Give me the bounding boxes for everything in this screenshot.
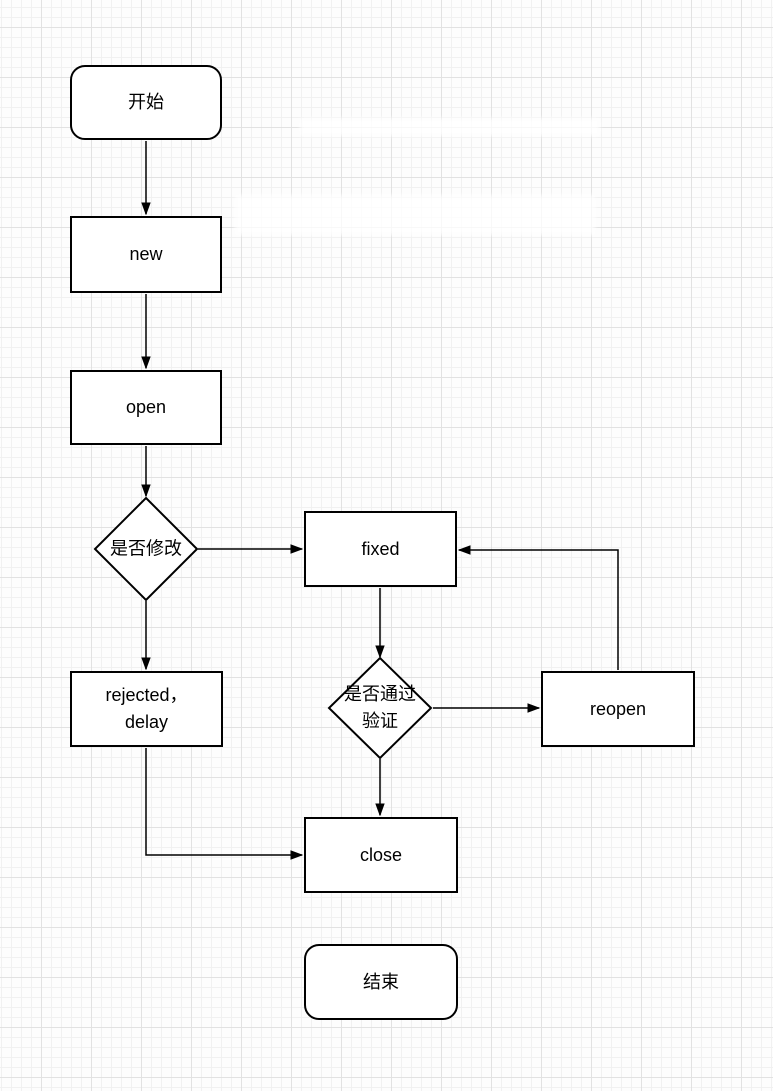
node-label-close: close <box>359 844 403 865</box>
node-new[interactable]: new <box>70 216 222 293</box>
node-close[interactable]: close <box>304 817 458 893</box>
edge-rejected-to-close[interactable] <box>145 748 302 855</box>
node-label-open: open <box>125 397 167 417</box>
node-start[interactable]: 开始 <box>70 65 222 140</box>
node-open[interactable]: open <box>70 370 222 445</box>
node-label-start: 开始 <box>128 92 164 112</box>
node-label-fixed: fixed <box>361 538 400 559</box>
node-decision-verify[interactable] <box>327 656 433 760</box>
node-label-end: 结束 <box>363 971 399 992</box>
node-fixed[interactable]: fixed <box>304 511 457 587</box>
node-decision-modify[interactable] <box>93 496 199 602</box>
edge-reopen-to-fixed[interactable] <box>459 550 619 670</box>
node-label-new: new <box>129 244 163 264</box>
node-label-rejected-delay: rejected， delay <box>105 685 188 732</box>
node-rejected-delay[interactable]: rejected， delay <box>70 671 223 747</box>
node-label-reopen: reopen <box>589 698 647 719</box>
node-end[interactable]: 结束 <box>304 944 458 1020</box>
node-reopen[interactable]: reopen <box>541 671 695 747</box>
